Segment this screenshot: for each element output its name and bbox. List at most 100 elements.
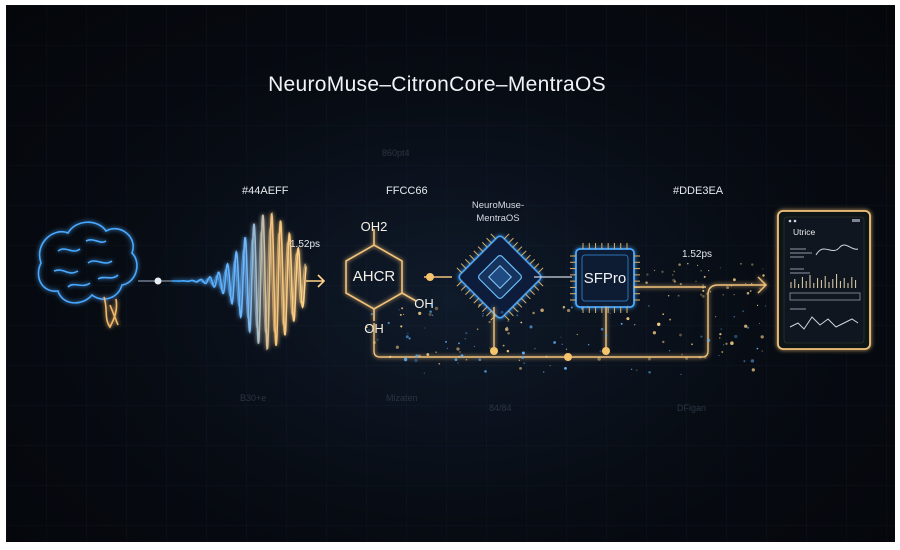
sparkle <box>506 349 510 353</box>
sparkle <box>626 317 630 321</box>
chip-pin <box>533 285 540 291</box>
sparkle <box>715 316 717 318</box>
sparkle <box>389 355 392 358</box>
sparkle <box>620 322 623 325</box>
chip-pin <box>512 306 519 313</box>
sparkle <box>521 351 525 355</box>
sparkle <box>459 351 461 353</box>
sparkle <box>726 286 730 290</box>
sparkle <box>484 370 487 373</box>
sparkle <box>720 328 723 330</box>
chip-pin <box>516 302 523 308</box>
sparkle <box>740 262 742 265</box>
chip-pin <box>486 237 492 244</box>
sparkle <box>518 359 521 362</box>
molecule-hexagon <box>345 229 417 321</box>
sparkle <box>458 342 460 345</box>
sparkle <box>438 362 441 365</box>
sparkle <box>403 357 408 362</box>
sparkle <box>680 373 682 376</box>
chip-pin <box>464 289 471 296</box>
chip-time-label: 1.52ps <box>682 249 713 260</box>
sparkle <box>645 281 648 284</box>
sparkle <box>750 359 755 363</box>
chip-pin <box>508 237 514 244</box>
sparkle <box>507 320 510 322</box>
sparkle <box>759 288 761 290</box>
tablet-title: Utrice <box>793 227 815 237</box>
sparkle <box>581 307 584 310</box>
sparkle <box>426 353 430 356</box>
sparkle <box>464 338 466 340</box>
sparkle <box>478 303 481 307</box>
molecule-ring-label: AHCR <box>353 268 396 285</box>
sparkle <box>709 290 712 293</box>
wave-time-label: 1.52ps <box>290 239 321 250</box>
sparkle <box>367 328 371 332</box>
sparkle <box>399 313 402 316</box>
sparkle <box>576 333 578 336</box>
sparkle <box>722 294 724 296</box>
sparkle <box>431 314 434 317</box>
chip-pin <box>456 280 463 287</box>
sparkle <box>673 280 677 283</box>
sparkle <box>565 348 568 350</box>
sparkle <box>718 354 720 357</box>
sparkle <box>760 335 764 339</box>
sparkle <box>702 286 704 289</box>
sparkle <box>430 303 434 307</box>
sparkle <box>454 358 458 361</box>
sparkle <box>516 314 519 317</box>
chip-pin <box>481 306 488 313</box>
chip-pin <box>529 258 536 265</box>
chip-pin <box>456 267 463 274</box>
sparkle <box>415 354 419 358</box>
sparkle <box>725 342 728 345</box>
chip-pin <box>525 293 531 300</box>
sparkle <box>488 320 491 324</box>
sparkle <box>662 340 665 344</box>
sparkle <box>701 294 705 298</box>
sparkle <box>667 295 670 297</box>
sparkle <box>679 283 682 286</box>
sparkle <box>395 345 399 349</box>
sparkle <box>668 350 671 352</box>
sparkle <box>746 291 750 295</box>
sparkle <box>500 310 504 314</box>
chip-pin <box>503 314 510 321</box>
sparkle <box>605 334 608 337</box>
faint-bottom-label-2: Mizaten <box>386 393 418 403</box>
sparkle <box>532 311 535 315</box>
sparkle <box>403 313 405 315</box>
waveform <box>172 212 307 351</box>
sparkle <box>398 309 400 311</box>
sparkle <box>687 262 689 265</box>
chip-pin <box>460 263 467 269</box>
sparkle <box>609 312 612 315</box>
sparkle <box>519 367 522 370</box>
sparkle <box>723 344 725 346</box>
sparkle <box>456 347 460 351</box>
chip-pin <box>520 250 527 257</box>
sparkle <box>653 269 656 272</box>
sparkle <box>465 331 468 335</box>
sparkle <box>656 322 661 327</box>
sparkle <box>414 358 418 363</box>
sparkle <box>429 310 432 313</box>
sparkle <box>721 351 724 353</box>
sparkle <box>756 304 759 307</box>
sparkle <box>507 331 510 335</box>
chip-pin <box>460 285 467 291</box>
sparkle <box>661 270 664 273</box>
molecule-right-group: OH <box>414 296 434 311</box>
chip-pin <box>486 310 492 317</box>
sparkle <box>747 326 750 329</box>
bus-node-3 <box>602 347 610 355</box>
sparkle <box>698 355 702 359</box>
sparkle <box>751 263 754 266</box>
sparkle <box>564 367 567 370</box>
chip-pin <box>469 293 475 300</box>
sparkle <box>734 334 738 339</box>
sparkle <box>457 362 459 364</box>
sparkle <box>482 313 484 315</box>
